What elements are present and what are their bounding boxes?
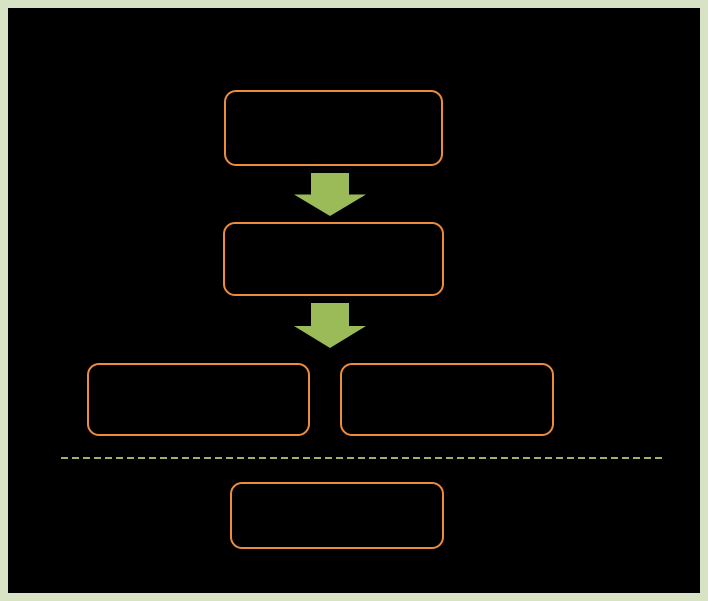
- flow-node-top: [224, 90, 443, 166]
- down-arrow-shape: [294, 303, 366, 348]
- flow-node-branch-right: [340, 363, 554, 436]
- dashed-divider-line: [61, 457, 663, 459]
- down-arrow-shape: [294, 173, 366, 216]
- down-arrow-icon: [294, 173, 366, 216]
- down-arrow-icon: [294, 303, 366, 348]
- flow-node-middle: [223, 222, 444, 296]
- flow-node-branch-left: [87, 363, 310, 436]
- flow-node-bottom: [230, 482, 444, 549]
